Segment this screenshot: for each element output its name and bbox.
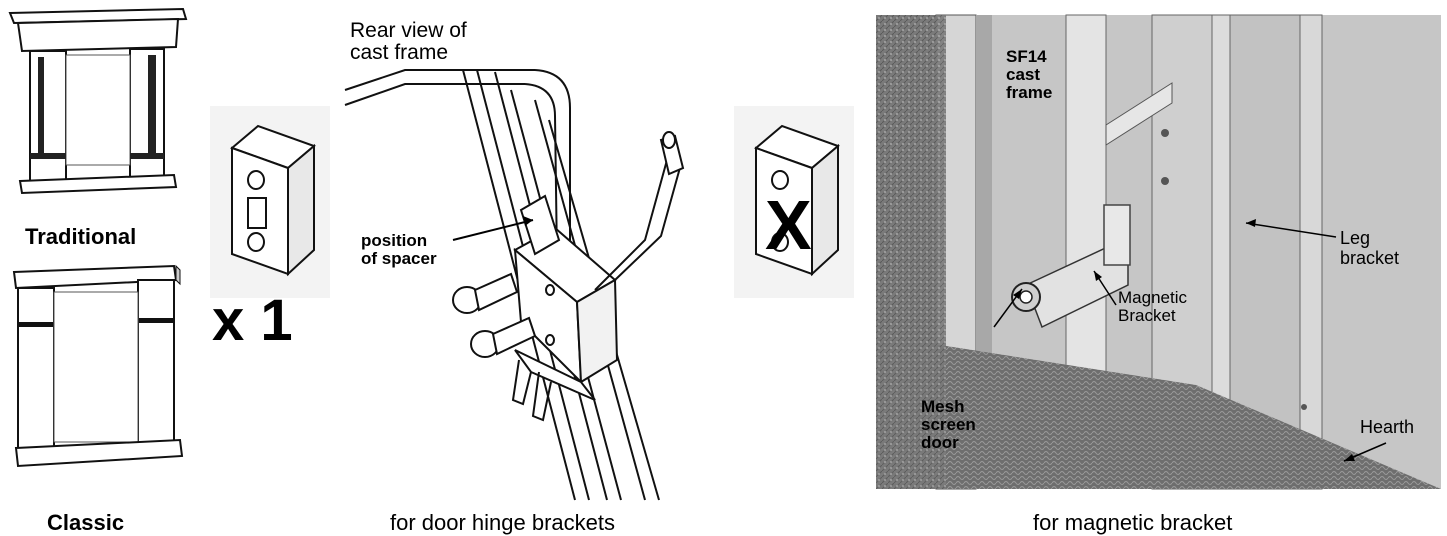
cast-frame-hinge-drawing [344,60,715,501]
rear-view-title-line2: cast frame [350,41,449,64]
mesh-screen-door-label-line1: Mesh [921,397,965,416]
rear-view-title-line1: Rear view of [350,19,467,42]
spacer-block-illustration [228,118,318,278]
sf14-frame-label-line3: frame [1006,83,1053,102]
magnetic-bracket-label: Magnetic Bracket [1118,289,1187,325]
sf14-frame-label-line2: cast [1006,65,1041,84]
leg-bracket-label-line1: Leg [1340,228,1371,248]
right-figure-callout-arrows [993,219,1387,462]
magnetic-bracket-label-line2: Bracket [1118,306,1176,325]
hearth-label: Hearth [1360,417,1415,437]
spacer-position-callout-line1: position [361,231,428,250]
magnetic-bracket-label-line1: Magnetic [1118,288,1187,307]
mesh-screen-door-label-line3: door [921,433,959,452]
leg-bracket-label-line2: bracket [1340,248,1400,268]
mesh-screen-door-label: Mesh screen door [921,398,976,452]
magnetic-bracket-photo [876,14,1441,490]
sf14-frame-label: SF14 cast frame [1006,48,1052,102]
classic-label: Classic [47,510,125,535]
spacer-position-callout: position of spacer [361,232,437,268]
mesh-screen-door-label-line2: screen [921,415,976,434]
leg-bracket-label: Leg bracket [1340,228,1399,268]
spacer-count: x 1 [212,288,293,353]
hinge-brackets-caption: for door hinge brackets [390,510,616,535]
magnetic-bracket-caption: for magnetic bracket [1033,510,1233,535]
rear-view-title: Rear view of cast frame [350,20,467,64]
traditional-mantel-illustration [8,5,188,195]
sf14-frame-label-line1: SF14 [1006,47,1047,66]
classic-mantel-illustration [10,262,190,482]
traditional-label: Traditional [25,224,137,249]
spacer-block-x-illustration [752,118,842,278]
spacer-position-callout-line2: of spacer [361,249,437,268]
x-mark: X [765,186,812,264]
